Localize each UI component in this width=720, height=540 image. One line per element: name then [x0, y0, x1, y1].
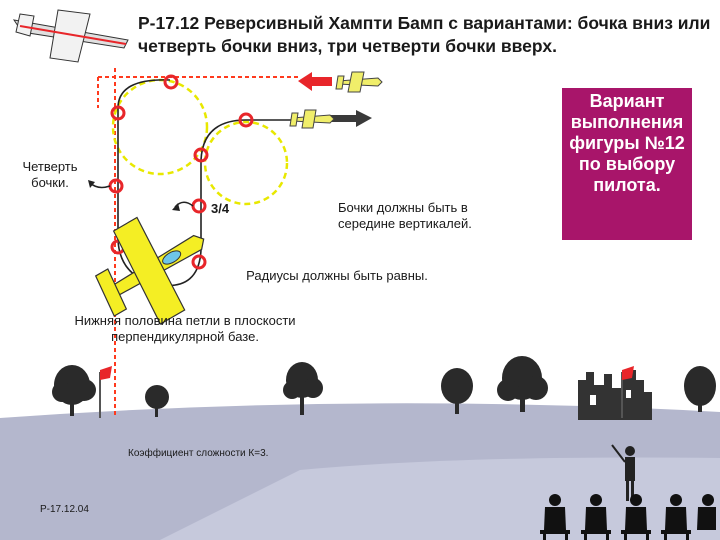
- figure-code: Р-17.12.04: [40, 504, 89, 515]
- red-arrow-icon: [298, 72, 332, 91]
- judge-icon: [697, 494, 716, 530]
- tree-icon: [497, 356, 548, 412]
- dark-arrow-icon: [330, 110, 372, 127]
- flag-icon: [99, 366, 112, 418]
- judge-icon: [661, 494, 691, 540]
- loop-circle-left: [111, 78, 209, 176]
- aircraft-icon: [289, 109, 335, 129]
- tree-icon: [441, 368, 473, 414]
- page-title: Р-17.12 Реверсивный Хампти Бамп с вариан…: [138, 13, 711, 56]
- quarter-roll-label: Четверть бочки.: [22, 159, 78, 190]
- variant-box: Вариант выполнения фигуры №12 по выбору …: [562, 88, 692, 240]
- runway: [160, 457, 720, 540]
- radii-equal-note: Радиусы должны быть равны.: [246, 268, 428, 283]
- roll-marker-icon: [108, 74, 254, 270]
- aircraft-icon: [12, 9, 129, 63]
- tree-icon: [283, 362, 323, 415]
- tree-icon: [684, 366, 716, 412]
- castle-icon: [578, 370, 652, 420]
- tree-icon: [52, 365, 96, 416]
- pilot-icon: [611, 444, 635, 501]
- flag-icon: [621, 366, 634, 418]
- judge-icon: [540, 494, 570, 540]
- tree-icon: [145, 385, 169, 417]
- coefficient-label: Коэффициент сложности К=3.: [128, 448, 269, 459]
- aircraft-icon: [335, 71, 383, 93]
- aircraft-icon: [94, 216, 205, 325]
- judge-icon: [621, 494, 651, 540]
- lower-half-note: Нижняя половина петли в плоскости перпен…: [74, 313, 296, 344]
- loop-circle-right: [203, 120, 289, 206]
- rolls-middle-note: Бочки должны быть в середине вертикалей.: [338, 200, 472, 231]
- three-quarters-label: 3/4: [211, 201, 230, 216]
- judge-icon: [581, 494, 611, 540]
